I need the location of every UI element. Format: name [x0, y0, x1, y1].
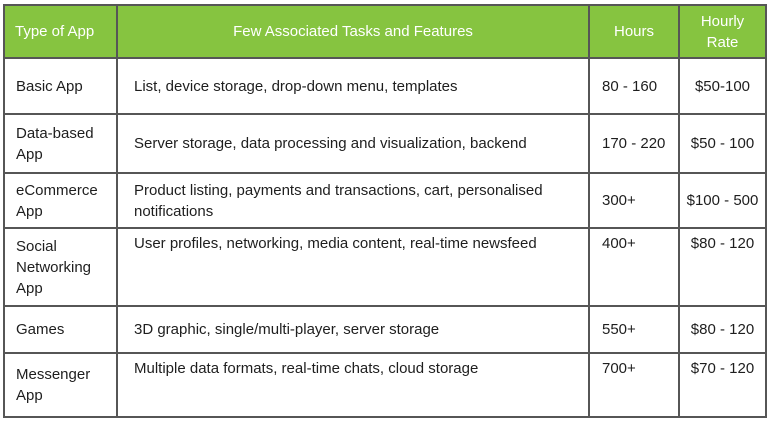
- cell-hourly-rate: $80 - 120: [678, 227, 767, 307]
- header-hourly-rate: Hourly Rate: [678, 4, 767, 59]
- cell-hours: 300+: [588, 172, 680, 229]
- cell-features: List, device storage, drop-down menu, te…: [116, 57, 590, 115]
- cell-features: 3D graphic, single/multi-player, server …: [116, 305, 590, 354]
- table-row: Games 3D graphic, single/multi-player, s…: [3, 305, 767, 354]
- header-type-of-app: Type of App: [3, 4, 118, 59]
- cell-hourly-rate: $50 - 100: [678, 113, 767, 174]
- cell-hours: 700+: [588, 352, 680, 418]
- cell-app-type: Games: [3, 305, 118, 354]
- cell-app-type: eCommerce App: [3, 172, 118, 229]
- app-cost-table: Type of App Few Associated Tasks and Fea…: [3, 4, 767, 418]
- table-header: Type of App Few Associated Tasks and Fea…: [3, 4, 767, 59]
- cell-hours: 170 - 220: [588, 113, 680, 174]
- cell-hourly-rate: $80 - 120: [678, 305, 767, 354]
- cell-hourly-rate: $70 - 120: [678, 352, 767, 418]
- header-features: Few Associated Tasks and Features: [116, 4, 590, 59]
- cell-app-type: Messenger App: [3, 352, 118, 418]
- table-row: Social Networking App User profiles, net…: [3, 227, 767, 307]
- table-row: Data-based App Server storage, data proc…: [3, 113, 767, 174]
- table-row: Basic App List, device storage, drop-dow…: [3, 57, 767, 115]
- cell-hours: 400+: [588, 227, 680, 307]
- table-row: Messenger App Multiple data formats, rea…: [3, 352, 767, 418]
- cell-hours: 80 - 160: [588, 57, 680, 115]
- cell-hourly-rate: $100 - 500: [678, 172, 767, 229]
- cell-features: Product listing, payments and transactio…: [116, 172, 590, 229]
- header-hours: Hours: [588, 4, 680, 59]
- cell-features: Server storage, data processing and visu…: [116, 113, 590, 174]
- table-body: Basic App List, device storage, drop-dow…: [3, 57, 767, 418]
- cell-app-type: Data-based App: [3, 113, 118, 174]
- cell-hourly-rate: $50-100: [678, 57, 767, 115]
- cell-hours: 550+: [588, 305, 680, 354]
- cell-features: Multiple data formats, real-time chats, …: [116, 352, 590, 418]
- header-row: Type of App Few Associated Tasks and Fea…: [3, 4, 767, 59]
- cell-app-type: Social Networking App: [3, 227, 118, 307]
- cell-app-type: Basic App: [3, 57, 118, 115]
- cell-features: User profiles, networking, media content…: [116, 227, 590, 307]
- table-row: eCommerce App Product listing, payments …: [3, 172, 767, 229]
